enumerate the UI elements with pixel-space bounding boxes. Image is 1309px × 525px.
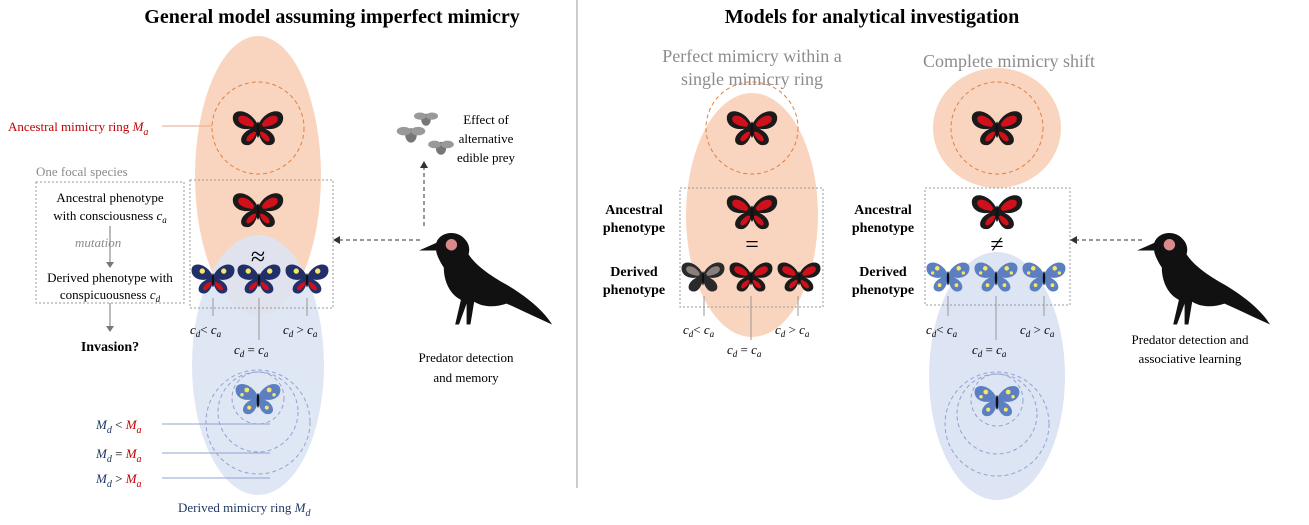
predator-bird-icon <box>419 232 553 325</box>
edible-prey-line3: edible prey <box>457 150 516 165</box>
shift-ancestral-butterfly <box>971 195 1023 230</box>
perfect-cd-equal-label: cd = ca <box>727 342 762 359</box>
md-greater-label: Md > Ma <box>95 471 142 490</box>
focal-species-box <box>35 181 185 304</box>
predator-line2: and memory <box>433 370 499 385</box>
shift-predator-line2: associative learning <box>1139 351 1242 366</box>
derived-ring-large <box>205 369 311 475</box>
edible-prey-line2: alternative <box>459 131 514 146</box>
left-panel-title: General model assuming imperfect mimicry <box>144 6 519 28</box>
mutation-arrowhead <box>106 262 114 268</box>
shift-derived-line1: Derived <box>859 265 907 280</box>
shift-title: Complete mimicry shift <box>923 51 1095 71</box>
invasion-arrowhead <box>106 326 114 332</box>
shift-cd-greater-label: cd > ca <box>1020 322 1055 339</box>
shift-predator-arrowhead <box>1070 236 1077 244</box>
shift-phenotype-box <box>924 187 1071 306</box>
shift-ancestral-line2: phenotype <box>852 221 914 236</box>
right-panel-title: Models for analytical investigation <box>725 6 1020 28</box>
perfect-ring-circle <box>705 81 799 175</box>
fly-icon <box>428 140 454 155</box>
edible-prey-line1: Effect of <box>463 112 509 127</box>
shift-predator-bird-icon <box>1137 232 1271 325</box>
predator-line1: Predator detection <box>419 350 514 365</box>
invasion-label: Invasion? <box>81 340 139 355</box>
fly-icon <box>396 126 426 143</box>
derived-ring-label: Derived mimicry ring Md <box>178 500 311 519</box>
perfect-ancestral-line2: phenotype <box>603 221 665 236</box>
equal-symbol: = <box>745 232 759 258</box>
shift-derived-ring-small <box>970 373 1024 427</box>
predator-arrowhead <box>333 236 340 244</box>
approx-symbol: ≈ <box>251 242 265 271</box>
shift-cd-equal-label: cd = ca <box>972 342 1007 359</box>
perfect-title-line1: Perfect mimicry within a <box>662 46 841 66</box>
perfect-cd-greater-label: cd > ca <box>775 322 810 339</box>
ancestral-ring-blob <box>195 36 321 316</box>
shift-derived-line2: phenotype <box>852 283 914 298</box>
derived-pheno-line1: Derived phenotype with <box>47 270 173 285</box>
derived-ring-blob <box>192 235 324 495</box>
ancestral-ring-label: Ancestral mimicry ring Ma <box>8 119 148 138</box>
shift-derived-ring-mid <box>956 373 1038 455</box>
perfect-title-line2: single mimicry ring <box>681 69 823 89</box>
perfect-derived-line1: Derived <box>610 265 658 280</box>
ancestral-ring-circle <box>211 81 305 175</box>
mutation-label: mutation <box>75 235 121 250</box>
md-less-label: Md < Ma <box>95 417 142 436</box>
neq-symbol: ≠ <box>990 232 1003 258</box>
ancestral-pheno-line1: Ancestral phenotype <box>56 190 163 205</box>
shift-predator-line1: Predator detection and <box>1132 332 1249 347</box>
derived-ring-mid <box>217 371 299 453</box>
perfect-cd-less-label: cd< ca <box>683 322 715 339</box>
derived-ring-small <box>231 371 285 425</box>
perfect-derived-line2: phenotype <box>603 283 665 298</box>
phenotype-box <box>189 179 334 309</box>
shift-ancestral-circle <box>950 81 1044 175</box>
cd-equal-label: cd = ca <box>234 342 269 359</box>
prey-arrowhead <box>420 161 428 168</box>
md-equal-label: Md = Ma <box>95 446 142 465</box>
ancestral-pheno-line2: with consciousness ca <box>53 208 167 225</box>
fly-icon <box>414 112 438 126</box>
perfect-ancestral-line1: Ancestral <box>605 203 663 218</box>
derived-pheno-line2: conspicuousness cd <box>60 287 161 304</box>
shift-derived-ring-large <box>944 371 1050 477</box>
shift-ancestral-line1: Ancestral <box>854 203 912 218</box>
focal-species-label: One focal species <box>36 164 128 179</box>
shift-derived-blob <box>929 252 1065 500</box>
cd-greater-label: cd > ca <box>283 322 318 339</box>
